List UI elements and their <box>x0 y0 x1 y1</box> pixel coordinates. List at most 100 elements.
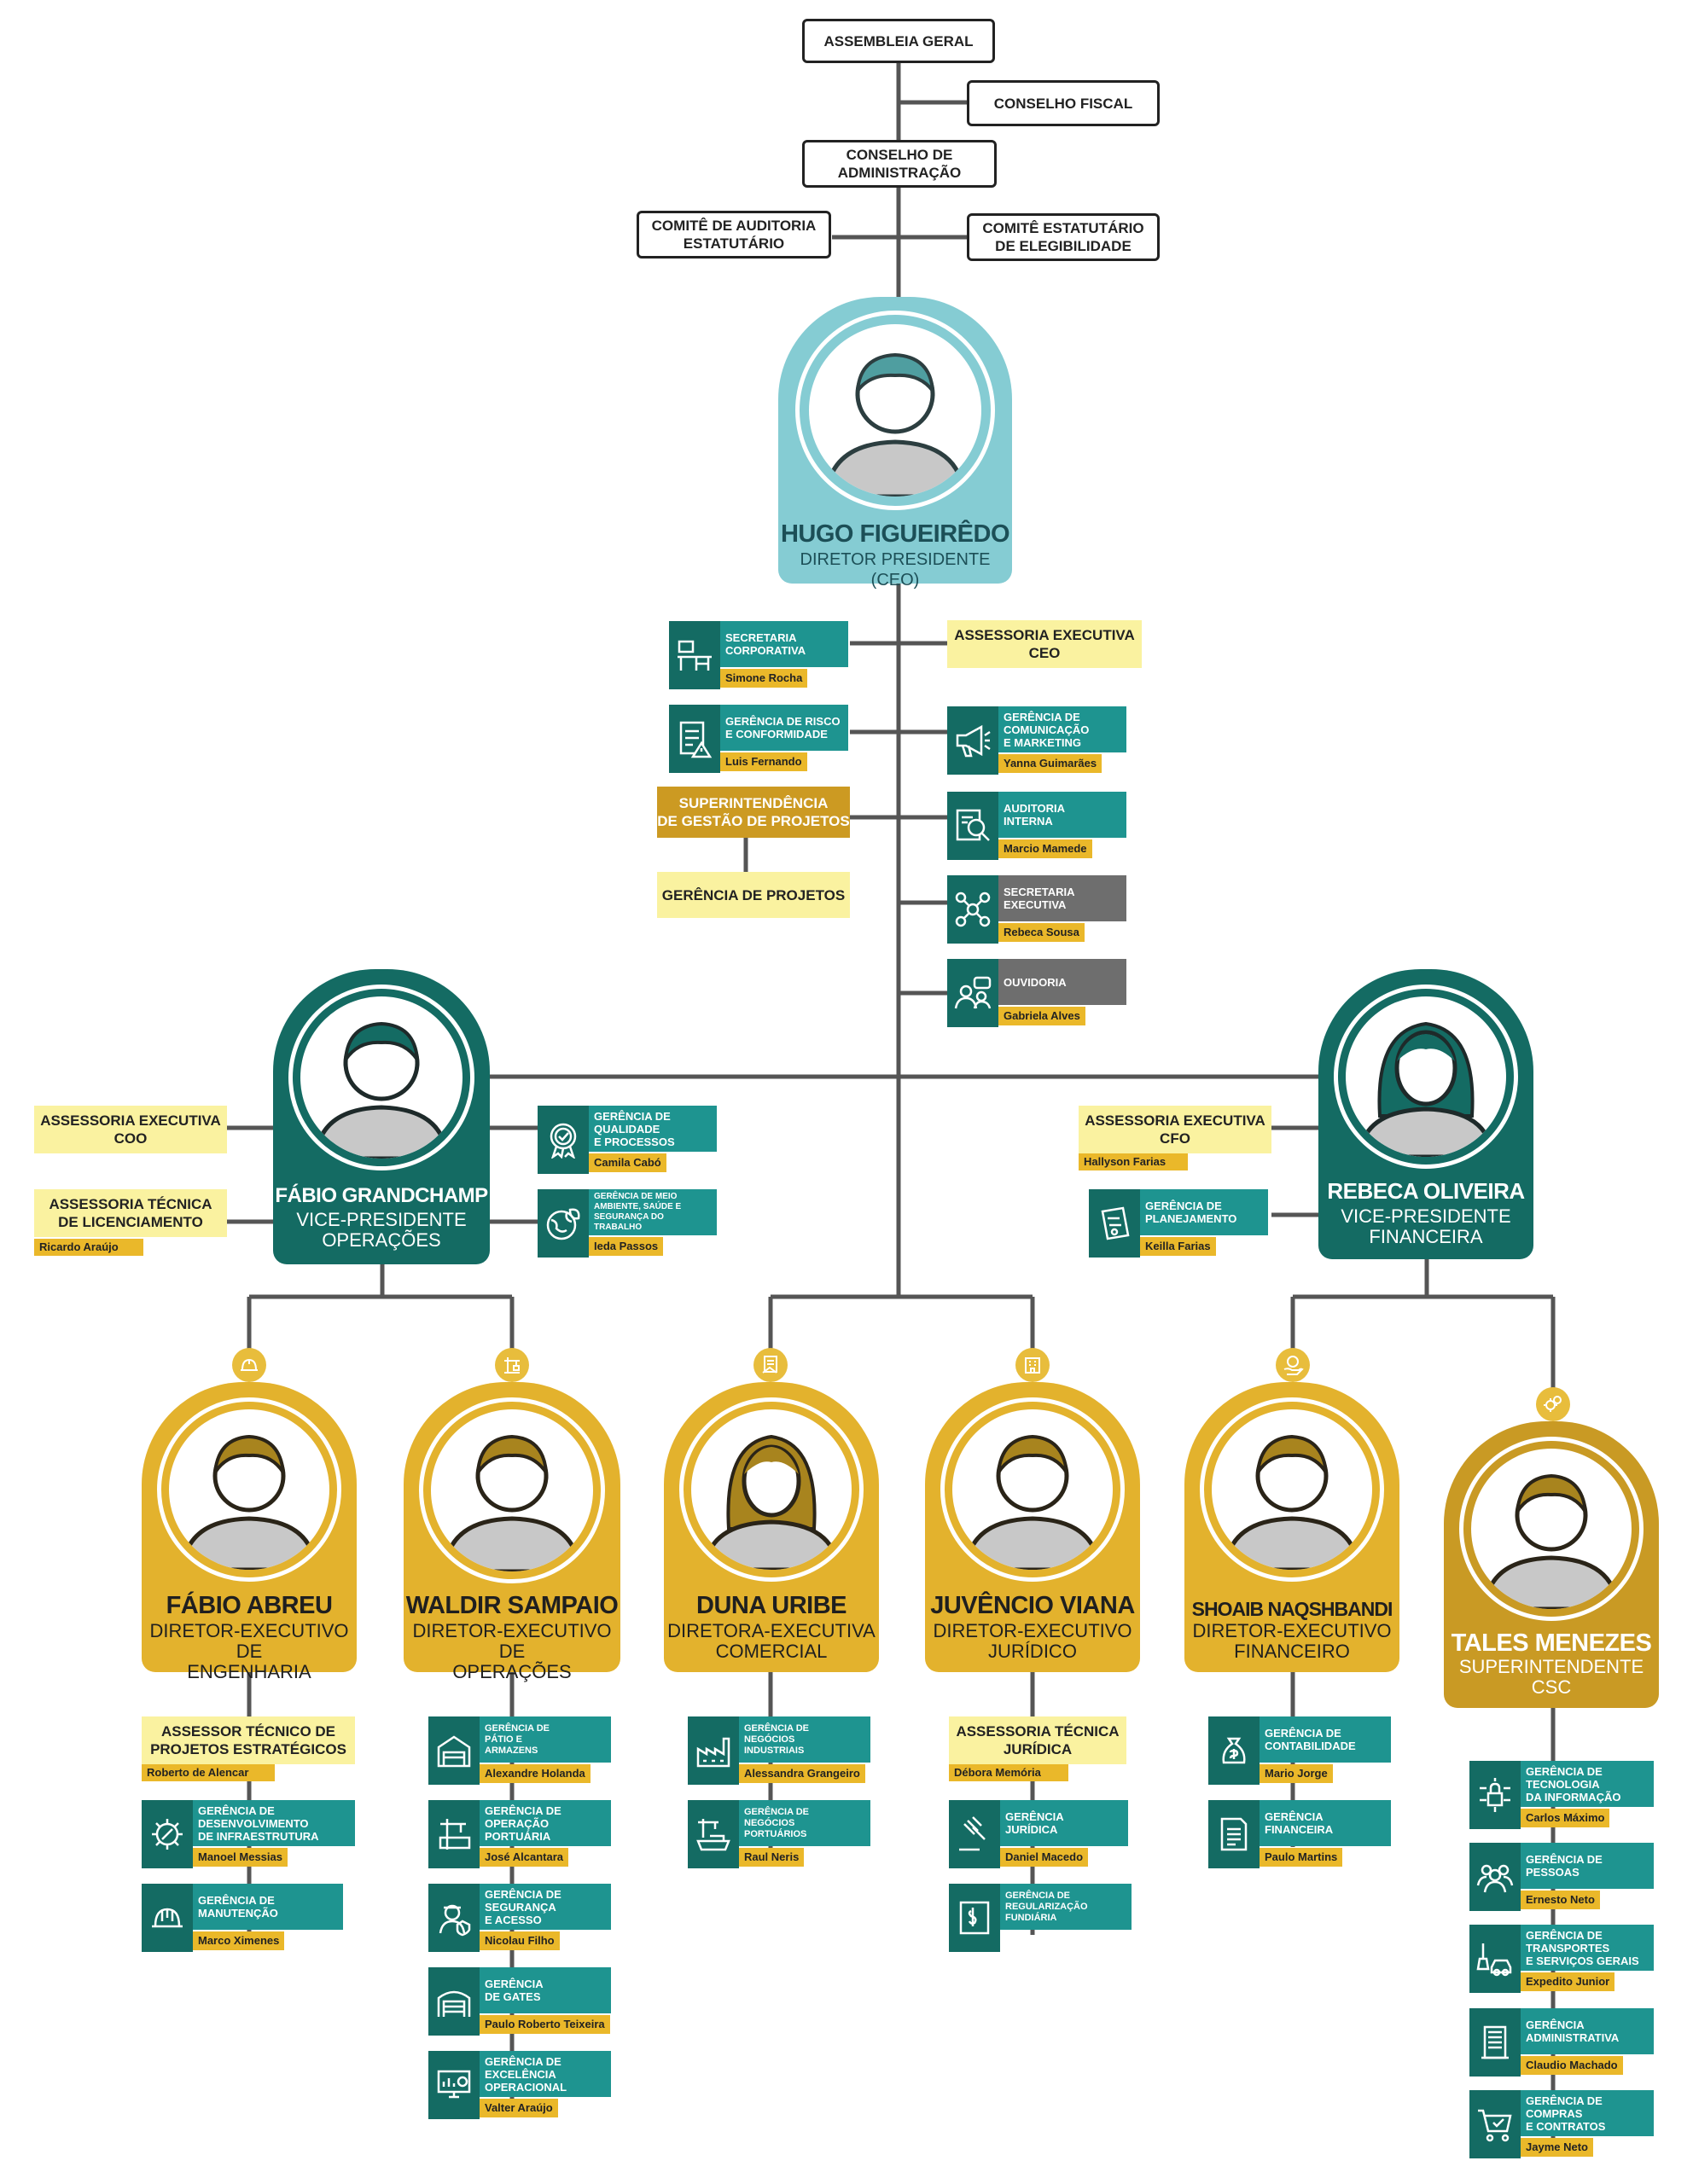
checklist-warning-icon <box>669 705 720 773</box>
cleaning-car-icon <box>1469 1925 1521 1993</box>
assessoria-juridica-person: Débora Memória <box>949 1764 1068 1781</box>
director-card-financeiro: SHOAIB NAQSHBANDI DIRETOR-EXECUTIVO FINA… <box>1184 1382 1399 1672</box>
globe-leaf-icon <box>538 1189 589 1258</box>
director-engenharia-ring <box>157 1397 341 1582</box>
tecnologia-informacao-title: GERÊNCIA DE TECNOLOGIA DA INFORMAÇÃO <box>1521 1761 1654 1807</box>
network-gear-icon <box>947 875 998 944</box>
manutencao-title: GERÊNCIA DE MANUTENÇÃO <box>193 1884 343 1930</box>
money-bag-icon <box>1208 1716 1260 1785</box>
money-hand-icon <box>1276 1348 1310 1382</box>
comite-auditoria-box: COMITÊ DE AUDITORIA ESTATUTÁRIO <box>637 211 831 258</box>
gear-wrench-icon <box>142 1800 193 1868</box>
assessoria-cfo-person: Hallyson Farias <box>1079 1153 1188 1170</box>
director-comercial-ring <box>679 1397 864 1582</box>
port-crane-icon <box>495 1348 529 1382</box>
gate-icon <box>428 1967 480 2036</box>
assessor-tecnico-projetos-box: ASSESSOR TÉCNICO DE PROJETOS ESTRATÉGICO… <box>142 1716 355 1764</box>
ouvidoria-person: Gabriela Alves <box>998 1007 1085 1025</box>
vp-financeira-name: REBECA OLIVEIRA <box>1327 1178 1525 1204</box>
director-juridico-role: DIRETOR-EXECUTIVO JURÍDICO <box>933 1620 1132 1662</box>
office-building-icon <box>1469 2008 1521 2077</box>
people-group-icon <box>1469 1843 1521 1911</box>
vp-operacoes-card: FÁBIO GRANDCHAMP VICE-PRESIDENTE OPERAÇÕ… <box>273 969 490 1264</box>
director-comercial-role: DIRETORA-EXECUTIVA COMERCIAL <box>667 1620 876 1662</box>
megaphone-icon <box>947 706 998 775</box>
vp-operacoes-name: FÁBIO GRANDCHAMP <box>275 1184 488 1207</box>
comite-elegibilidade-box: COMITÊ ESTATUTÁRIO DE ELEGIBILIDADE <box>967 213 1160 261</box>
director-operacoes-role: DIRETOR-EXECUTIVO DE OPERAÇÕES <box>412 1620 612 1682</box>
desenvolvimento-infraestrutura-person: Manoel Messias <box>193 1848 288 1867</box>
director-juridico-avatar <box>952 1409 1113 1570</box>
assessoria-executiva-cfo-box: ASSESSORIA EXECUTIVA CFO <box>1079 1106 1271 1153</box>
tecnologia-informacao-person: Carlos Máximo <box>1521 1809 1610 1827</box>
comunicacao-marketing-person: Yanna Guimarães <box>998 754 1102 773</box>
contabilidade-person: Mario Jorge <box>1260 1764 1333 1783</box>
administrativa-title: GERÊNCIA ADMINISTRATIVA <box>1521 2008 1654 2054</box>
comunicacao-marketing-title: GERÊNCIA DE COMUNICAÇÃO E MARKETING <box>998 706 1126 752</box>
risco-conformidade-person: Luis Fernando <box>720 752 807 771</box>
handshake-doc-icon <box>753 1348 788 1382</box>
director-financeiro-role: DIRETOR-EXECUTIVO FINANCEIRO <box>1192 1620 1392 1662</box>
operacao-portuaria-person: José Alcantara <box>480 1848 569 1867</box>
auditoria-interna-person: Marcio Mamede <box>998 839 1092 858</box>
meio-ambiente-person: Ieda Passos <box>589 1237 664 1256</box>
secretaria-corporativa-title: SECRETARIA CORPORATIVA <box>720 621 848 667</box>
director-operacoes-name: WALDIR SAMPAIO <box>405 1592 619 1619</box>
negocios-industriais-person: Alessandra Grangeiro <box>739 1764 865 1783</box>
excelencia-operacional-title: GERÊNCIA DE EXCELÊNCIA OPERACIONAL <box>480 2051 611 2097</box>
meio-ambiente-title: GERÊNCIA DE MEIO AMBIENTE, SAÚDE E SEGUR… <box>589 1189 717 1235</box>
gates-title: GERÊNCIA DE GATES <box>480 1967 611 2013</box>
compras-contratos-person: Jayme Neto <box>1521 2138 1593 2157</box>
director-juridico-name: JUVÊNCIO VIANA <box>930 1592 1135 1619</box>
assembleia-geral-box: ASSEMBLEIA GERAL <box>802 19 995 63</box>
assessoria-tecnica-juridica-box: ASSESSORIA TÉCNICA JURÍDICA <box>949 1716 1126 1764</box>
assessor-tecnico-person: Roberto de Alencar <box>142 1764 275 1781</box>
patio-armazens-title: GERÊNCIA DE PÁTIO E ARMAZENS <box>480 1716 611 1763</box>
seguranca-acesso-title: GERÊNCIA DE SEGURANÇA E ACESSO <box>480 1884 611 1930</box>
qualidade-processos-title: GERÊNCIA DE QUALIDADE E PROCESSOS <box>589 1106 717 1152</box>
auditoria-interna-title: AUDITORIA INTERNA <box>998 792 1126 838</box>
gerencia-financeira-title: GERÊNCIA FINANCEIRA <box>1260 1800 1391 1846</box>
negocios-portuarios-title: GERÊNCIA DE NEGÓCIOS PORTUÁRIOS <box>739 1800 870 1846</box>
secretaria-executiva-title: SECRETARIA EXECUTIVA <box>998 875 1126 921</box>
gerencia-juridica-person: Daniel Macedo <box>1000 1848 1089 1867</box>
conselho-administracao-box: CONSELHO DE ADMINISTRAÇÃO <box>802 140 997 188</box>
gerencia-juridica-title: GERÊNCIA JURÍDICA <box>1000 1800 1128 1846</box>
excelencia-operacional-person: Valter Araújo <box>480 2099 558 2117</box>
director-comercial-name: DUNA URIBE <box>696 1592 846 1619</box>
director-engenharia-role: DIRETOR-EXECUTIVO DE ENGENHARIA <box>149 1620 349 1682</box>
warehouse-icon <box>428 1716 480 1785</box>
port-ship-icon <box>688 1800 739 1868</box>
administrativa-person: Claudio Machado <box>1521 2056 1623 2075</box>
land-money-icon <box>949 1884 1000 1952</box>
director-financeiro-name: SHOAIB NAQSHBANDI <box>1191 1598 1393 1620</box>
director-csc-avatar <box>1471 1449 1632 1609</box>
desk-icon <box>669 621 720 689</box>
director-card-operacoes: WALDIR SAMPAIO DIRETOR-EXECUTIVO DE OPER… <box>404 1382 620 1682</box>
vp-financeira-role: VICE-PRESIDENTE FINANCEIRA <box>1341 1205 1511 1247</box>
gerencia-financeira-person: Paulo Martins <box>1260 1848 1343 1867</box>
planejamento-person: Keilla Farias <box>1140 1237 1216 1256</box>
patio-armazens-person: Alexandre Holanda <box>480 1764 591 1783</box>
director-engenharia-name: FÁBIO ABREU <box>166 1592 333 1619</box>
vp-financeira-ring <box>1334 985 1518 1169</box>
director-financeiro-avatar <box>1212 1409 1372 1570</box>
risco-conformidade-title: GERÊNCIA DE RISCO E CONFORMIDADE <box>720 705 848 751</box>
invoice-icon <box>1208 1800 1260 1868</box>
director-csc-role: SUPERINTENDENTE CSC <box>1458 1656 1644 1698</box>
gates-person: Paulo Roberto Teixeira <box>480 2015 610 2034</box>
secretaria-executiva-person: Rebeca Sousa <box>998 923 1085 942</box>
clipboard-plan-icon <box>1089 1189 1140 1258</box>
award-badge-icon <box>538 1106 589 1174</box>
operacao-portuaria-title: GERÊNCIA DE OPERAÇÃO PORTUÁRIA <box>480 1800 611 1846</box>
vp-operacoes-role: VICE-PRESIDENTE OPERAÇÕES <box>296 1209 467 1251</box>
vp-operacoes-ring <box>288 985 474 1170</box>
gerencia-projetos-box: GERÊNCIA DE PROJETOS <box>657 872 850 918</box>
pessoas-person: Ernesto Neto <box>1521 1891 1600 1909</box>
director-comercial-avatar <box>691 1409 852 1570</box>
seguranca-acesso-person: Nicolau Filho <box>480 1931 560 1950</box>
negocios-industriais-title: GERÊNCIA DE NEGÓCIOS INDUSTRIAIS <box>739 1716 870 1763</box>
security-guard-icon <box>428 1884 480 1952</box>
director-operacoes-avatar <box>431 1409 593 1571</box>
qualidade-processos-person: Camila Cabó <box>589 1153 666 1172</box>
